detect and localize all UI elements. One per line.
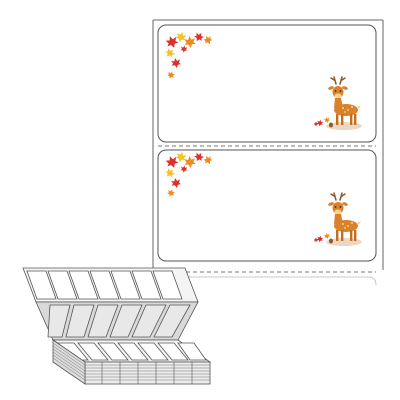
top-flap-labels (26, 270, 183, 300)
label-1 (157, 24, 377, 143)
deer-icon (326, 192, 362, 246)
pile-top-labels (57, 342, 207, 361)
pile-layer-lines (52, 342, 210, 381)
acorn-icon (314, 232, 333, 244)
acorn-icon (314, 116, 333, 128)
middle-sheet-labels (47, 304, 191, 338)
fanfold-stack (22, 267, 212, 385)
label-2 (157, 149, 377, 262)
deer-icon (326, 76, 362, 130)
pile-column-dividers (101, 362, 193, 384)
